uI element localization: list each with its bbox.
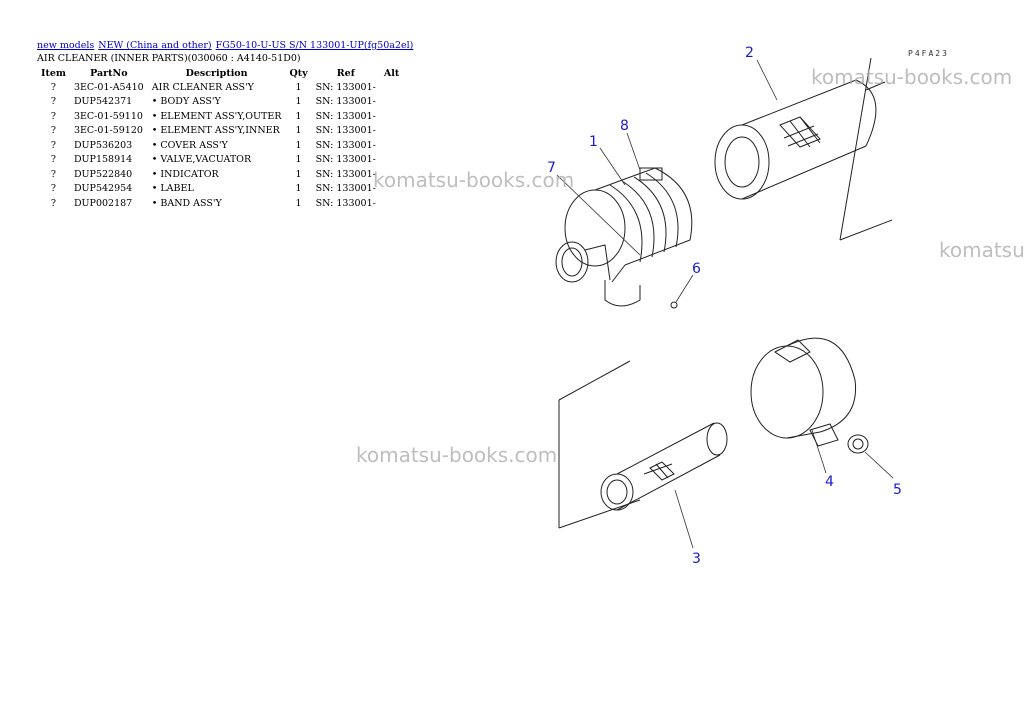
cell-qty: 1 [295, 96, 302, 108]
table-row: ? 3EC-01-59110 • ELEMENT ASS'Y,OUTER 1 SN: 1… [37, 109, 403, 124]
cell-qty: 1 [295, 110, 302, 122]
callout-8[interactable]: 8 [620, 118, 629, 134]
table-row: ? 3EC-01-59120 • ELEMENT ASS'Y,INNER 1 SN: 1… [37, 124, 403, 139]
cell-item: ? [50, 197, 57, 209]
cell-ref: SN: 133001- [315, 125, 376, 137]
cell-item: ? [50, 168, 57, 180]
frame-line-top2 [839, 219, 893, 241]
inner-element-drawing [600, 422, 728, 511]
cell-item: ? [50, 154, 57, 166]
cell-ref: SN: 133001- [315, 139, 376, 151]
vacuator-valve-drawing [847, 434, 869, 454]
cell-description: • LABEL [151, 183, 194, 195]
col-item: Item [41, 67, 66, 79]
watermark: komatsu-books.com [811, 65, 1013, 89]
cover-drawing [750, 337, 857, 447]
leader-1 [599, 147, 626, 186]
cell-item: ? [50, 96, 57, 108]
cell-description: • VALVE,VACUATOR [151, 154, 252, 166]
cell-qty: 1 [295, 139, 302, 151]
cell-ref: SN: 133001- [315, 154, 376, 166]
cell-partno: DUP002187 [73, 197, 133, 209]
frame-line-top [839, 57, 872, 241]
leader-6 [675, 274, 694, 303]
frame-line-left2 [558, 360, 631, 401]
col-description: Description [185, 67, 248, 79]
callout-6[interactable]: 6 [692, 261, 701, 277]
cell-description: • COVER ASS'Y [151, 139, 228, 151]
cell-item: ? [50, 81, 57, 93]
cell-description: • INDICATOR [151, 168, 219, 180]
table-header-row: Item PartNo Description Qty Ref Alt [37, 66, 403, 80]
cell-ref: SN: 133001- [315, 197, 376, 209]
leader-5 [864, 451, 894, 479]
outer-element-drawing [714, 79, 886, 200]
cell-partno: 3EC-01-59110 [73, 110, 143, 122]
cell-partno: DUP158914 [73, 154, 133, 166]
leader-8 [626, 132, 641, 171]
col-qty: Qty [289, 67, 308, 79]
cell-item: ? [50, 139, 57, 151]
col-ref: Ref [336, 67, 355, 79]
cell-qty: 1 [295, 183, 302, 195]
cell-ref: SN: 133001- [315, 81, 376, 93]
section-title: AIR CLEANER (INNER PARTS)(030060 : A4140… [37, 53, 301, 64]
cell-qty: 1 [295, 154, 302, 166]
table-row: ? DUP158914 • VALVE,VACUATOR 1 SN: 133001- [37, 153, 403, 168]
leader-4 [811, 429, 827, 474]
cell-description: AIR CLEANER ASS'Y [151, 81, 254, 93]
diagram-code: P4FA23 [908, 49, 949, 58]
table-row: ? DUP002187 • BAND ASS'Y 1 SN: 133001- [37, 196, 403, 211]
cell-qty: 1 [295, 81, 302, 93]
watermark: komatsu-books.com [373, 168, 575, 192]
cell-partno: DUP542371 [73, 96, 133, 108]
cell-qty: 1 [295, 168, 302, 180]
cell-description: • ELEMENT ASS'Y,OUTER [151, 110, 282, 122]
callout-2[interactable]: 2 [745, 45, 754, 61]
cell-partno: DUP542954 [73, 183, 133, 195]
breadcrumb-link-region[interactable]: NEW (China and other) [98, 40, 212, 51]
callout-1[interactable]: 1 [589, 134, 598, 150]
cell-item: ? [50, 183, 57, 195]
cell-partno: 3EC-01-59120 [73, 125, 143, 137]
cell-description: • BAND ASS'Y [151, 197, 222, 209]
cell-ref: SN: 133001- [315, 110, 376, 122]
cell-item: ? [50, 125, 57, 137]
callout-3[interactable]: 3 [692, 551, 701, 567]
cell-partno: 3EC-01-A5410 [73, 81, 144, 93]
cell-partno: DUP522840 [73, 168, 133, 180]
cell-partno: DUP536203 [73, 139, 133, 151]
cell-ref: SN: 133001- [315, 183, 376, 195]
cell-ref: SN: 133001- [315, 168, 376, 180]
callout-7[interactable]: 7 [547, 160, 556, 176]
cell-qty: 1 [295, 197, 302, 209]
cell-item: ? [50, 110, 57, 122]
table-row: ? DUP542371 • BODY ASS'Y 1 SN: 133001- [37, 95, 403, 110]
callout-4[interactable]: 4 [825, 474, 834, 490]
cell-qty: 1 [295, 125, 302, 137]
leader-7 [556, 174, 641, 256]
table-row: ? DUP542954 • LABEL 1 SN: 133001- [37, 182, 403, 197]
breadcrumb-link-model[interactable]: FG50-10-U-US S/N 133001-UP(fg50a2el) [215, 40, 414, 51]
table-row: ? 3EC-01-A5410 AIR CLEANER ASS'Y 1 SN: 13300… [37, 80, 403, 95]
watermark: komatsu-books.com [939, 238, 1024, 262]
cell-ref: SN: 133001- [315, 96, 376, 108]
leader-2 [756, 59, 778, 101]
air-cleaner-body-drawing [555, 167, 693, 309]
parts-table: Item PartNo Description Qty Ref Alt ? 3EC… [37, 66, 403, 211]
table-row: ? DUP536203 • COVER ASS'Y 1 SN: 133001- [37, 138, 403, 153]
col-partno: PartNo [90, 67, 128, 79]
leader-3 [674, 489, 694, 549]
cell-description: • ELEMENT ASS'Y,INNER [151, 125, 280, 137]
table-row: ? DUP522840 • INDICATOR 1 SN: 133001- [37, 167, 403, 182]
breadcrumb-link-new-models[interactable]: new models [37, 40, 95, 51]
cell-description: • BODY ASS'Y [151, 96, 221, 108]
callout-5[interactable]: 5 [893, 482, 902, 498]
watermark: komatsu-books.com [356, 443, 558, 467]
col-alt: Alt [383, 67, 400, 79]
